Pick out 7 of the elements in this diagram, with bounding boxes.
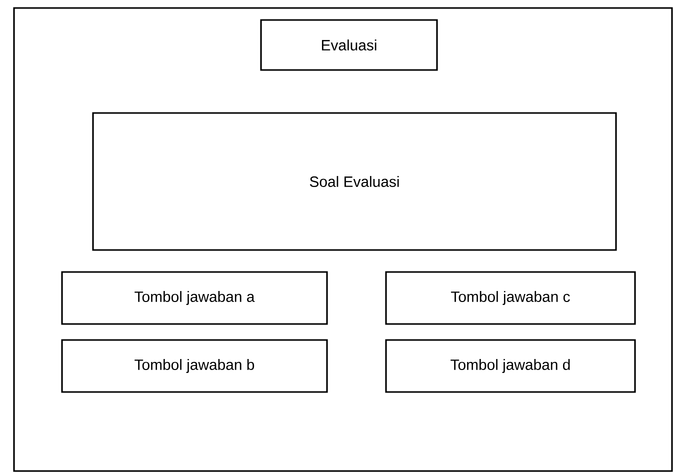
question-box: Soal Evaluasi — [92, 112, 617, 251]
answer-button: Tombol jawaban c — [385, 271, 636, 325]
answer-button: Tombol jawaban d — [385, 339, 636, 393]
title-box: Evaluasi — [260, 19, 438, 71]
answer-button: Tombol jawaban b — [61, 339, 328, 393]
frame-box — [13, 7, 673, 472]
answer-button: Tombol jawaban a — [61, 271, 328, 325]
